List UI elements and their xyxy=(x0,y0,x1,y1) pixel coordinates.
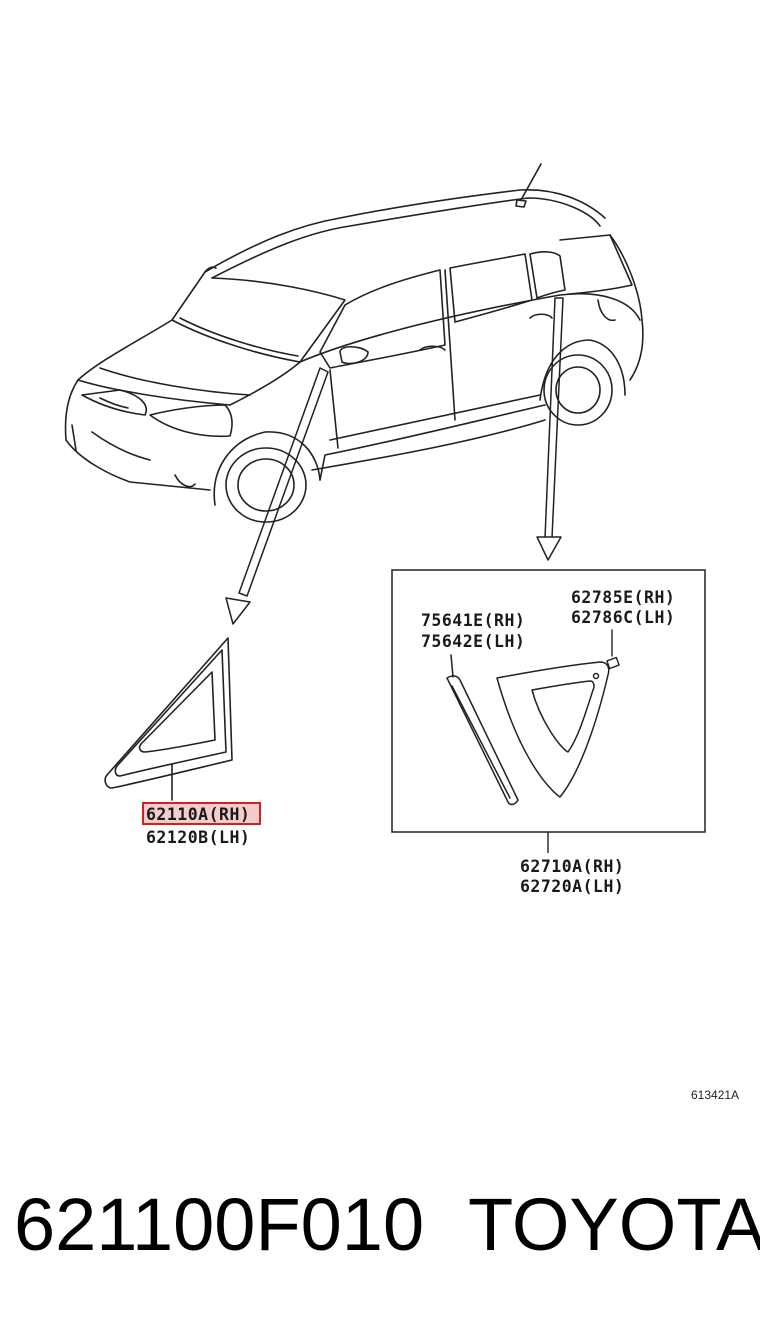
car-illustration xyxy=(64,163,644,523)
front-glass-arrow xyxy=(225,367,329,625)
clip-rh-label: 62785E(RH) xyxy=(571,588,675,607)
rear-glass-rh-label: 62710A(RH) xyxy=(520,857,624,876)
moulding-lh-label: 75642E(LH) xyxy=(421,632,525,651)
glass-clip xyxy=(606,629,620,670)
clip-lh-label: 62786C(LH) xyxy=(571,608,675,627)
quarter-window-moulding xyxy=(446,654,519,806)
rear-glass-arrow xyxy=(536,297,564,561)
front-glass-lh-label: 62120B(LH) xyxy=(146,828,250,847)
highlight-box xyxy=(142,802,261,825)
rear-glass-lh-label: 62720A(LH) xyxy=(520,877,624,896)
brand-name: TOYOTA xyxy=(468,1183,760,1266)
part-number: 621100F010 xyxy=(14,1183,425,1266)
diagram-code: 613421A xyxy=(691,1088,739,1102)
rear-quarter-glass xyxy=(496,661,610,798)
front-glass-rh-label: 62110A(RH) xyxy=(146,805,250,824)
front-quarter-glass xyxy=(104,637,233,801)
moulding-rh-label: 75641E(RH) xyxy=(421,611,525,630)
